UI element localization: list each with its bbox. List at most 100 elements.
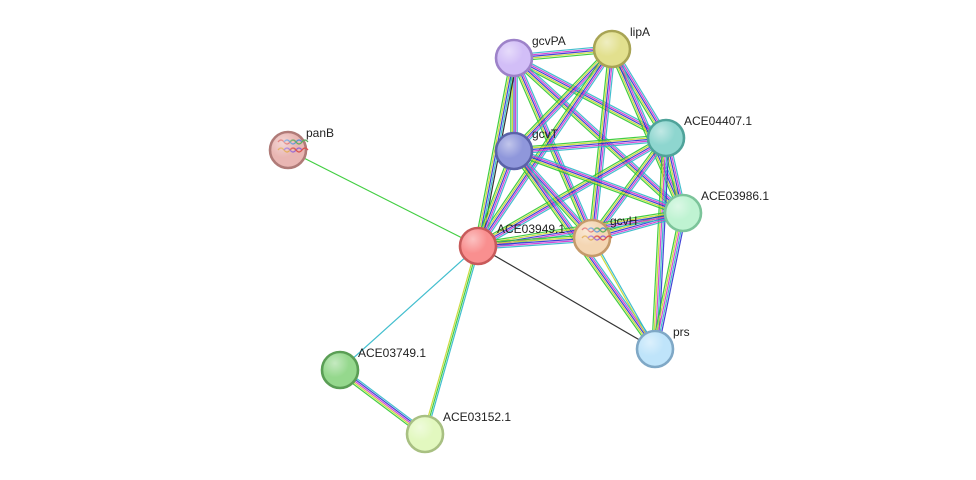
node-label-prs: prs	[673, 325, 690, 339]
edge-evidence-textmining	[609, 49, 683, 214]
node-highlight	[575, 221, 609, 255]
node-label-lipa: lipA	[630, 25, 650, 39]
node-label-ace03152-1: ACE03152.1	[443, 410, 511, 424]
edge-evidence-textmining	[513, 151, 683, 216]
edge-evidence-neighborhood	[476, 134, 665, 244]
edge-evidence-neighborhood	[513, 134, 666, 149]
edge-ace04407-1-gcvt[interactable]	[513, 134, 667, 155]
node-ace03152-1[interactable]	[405, 414, 445, 454]
node-label-panb: panB	[306, 126, 334, 140]
edge-evidence-textmining	[590, 136, 666, 238]
edge-evidence-cooccurrence	[477, 48, 613, 247]
edge-ace03949-1-prs[interactable]	[477, 245, 656, 350]
node-label-ace03949-1: ACE03949.1	[497, 222, 565, 236]
edge-lipa-ace03986-1[interactable]	[608, 47, 687, 215]
edge-evidence-textmining	[652, 212, 683, 349]
edge-ace04407-1-ace03949-1[interactable]	[476, 134, 668, 250]
node-highlight	[271, 133, 305, 167]
edge-evidence-neighborhood	[511, 46, 611, 150]
edge-evidence-databases	[514, 140, 667, 155]
node-label-ace04407-1: ACE04407.1	[684, 114, 752, 128]
edge-evidence-textmining	[512, 58, 683, 215]
edge-ace03949-1-ace03152-1[interactable]	[422, 245, 481, 435]
edge-evidence-neighborhood	[511, 59, 682, 216]
edge-evidence-textmining	[652, 137, 665, 349]
edge-evidence-databases	[516, 56, 596, 237]
edge-evidence-experiments	[514, 56, 668, 138]
node-label-gcvt: gcvT	[532, 127, 559, 141]
edge-evidence-neighborhood	[651, 212, 681, 349]
edge-evidence-cooccurrence	[591, 137, 667, 239]
edge-evidence-databases	[479, 140, 668, 250]
node-highlight	[497, 41, 531, 75]
node-label-gcvpa: gcvPA	[532, 34, 566, 48]
edge-evidence-neighborhood	[287, 149, 479, 247]
edge-evidence-experiments	[654, 137, 667, 350]
node-ace03949-1[interactable]	[458, 226, 498, 266]
edge-evidence-databases	[515, 148, 595, 237]
node-highlight	[408, 417, 442, 451]
edge-evidence-databases	[655, 213, 686, 350]
node-highlight	[323, 353, 357, 387]
edge-evidence-cooccurrence	[513, 57, 684, 214]
edge-evidence-neighborhood	[651, 137, 664, 349]
edge-gcvh-prs[interactable]	[590, 237, 657, 350]
edge-evidence-neighborhood	[512, 153, 683, 217]
edge-ace03949-1-ace03749-1[interactable]	[339, 245, 479, 371]
edge-evidence-experiments	[514, 138, 667, 154]
edge-layer	[287, 45, 687, 438]
edge-evidence-databases	[425, 246, 481, 435]
edge-ace03949-1-panb[interactable]	[287, 149, 479, 247]
node-lipa[interactable]	[592, 29, 632, 69]
edge-evidence-cooccurrence	[513, 48, 613, 152]
node-panb[interactable]	[268, 130, 309, 170]
edge-evidence-textmining	[512, 47, 612, 151]
node-highlight	[666, 196, 700, 230]
node-ace04407-1[interactable]	[646, 118, 686, 158]
edge-ace03986-1-prs[interactable]	[651, 212, 687, 350]
edge-evidence-databases	[592, 237, 657, 349]
edge-lipa-gcvt[interactable]	[511, 46, 615, 154]
node-gcvt[interactable]	[494, 131, 534, 171]
edge-gcvt-ace03986-1[interactable]	[512, 147, 685, 217]
edge-evidence-experiments	[514, 49, 614, 153]
node-highlight	[649, 121, 683, 155]
edge-evidence-experiments	[514, 148, 684, 213]
edge-evidence-neighborhood	[608, 50, 681, 215]
edge-evidence-neighborhood	[477, 234, 592, 244]
node-label-ace03749-1: ACE03749.1	[358, 346, 426, 360]
node-gcvpa[interactable]	[494, 38, 534, 78]
edge-evidence-cooccurrence	[477, 137, 667, 247]
edge-evidence-textmining	[512, 58, 666, 140]
edge-evidence-experiments	[478, 138, 668, 248]
edge-evidence-databases	[515, 50, 615, 154]
edge-evidence-cooccurrence	[657, 213, 687, 350]
edge-evidence-databases	[594, 49, 616, 239]
edge-evidence-databases	[478, 240, 593, 250]
node-label-ace03986-1: ACE03986.1	[701, 189, 769, 203]
node-prs[interactable]	[635, 329, 675, 369]
edge-evidence-databases	[514, 147, 685, 211]
edge-evidence-coexpression	[477, 245, 656, 350]
edge-evidence-neighborhood	[474, 57, 512, 246]
node-ace03986-1[interactable]	[663, 193, 703, 233]
edge-evidence-cooccurrence	[513, 150, 684, 214]
node-gcvh[interactable]	[572, 218, 613, 258]
edge-evidence-textmining	[590, 238, 655, 350]
edge-evidence-textmining	[513, 135, 666, 151]
edge-evidence-textmining	[476, 136, 666, 246]
edge-evidence-cooccurrence	[611, 48, 684, 214]
edge-evidence-databases	[515, 55, 686, 212]
edge-evidence-textmining	[475, 57, 514, 246]
edge-evidence-neighborhood	[512, 60, 665, 142]
node-highlight	[497, 134, 531, 168]
edge-evidence-databases	[339, 245, 479, 371]
label-layer: gcvPAlipAACE04407.1gcvTpanBACE03986.1gcv…	[306, 25, 769, 424]
node-highlight	[461, 229, 495, 263]
node-layer	[268, 29, 703, 454]
edge-evidence-textmining	[511, 58, 592, 239]
edge-evidence-experiments	[654, 212, 684, 350]
edge-evidence-neighborhood	[588, 135, 664, 237]
node-ace03749-1[interactable]	[320, 350, 360, 390]
